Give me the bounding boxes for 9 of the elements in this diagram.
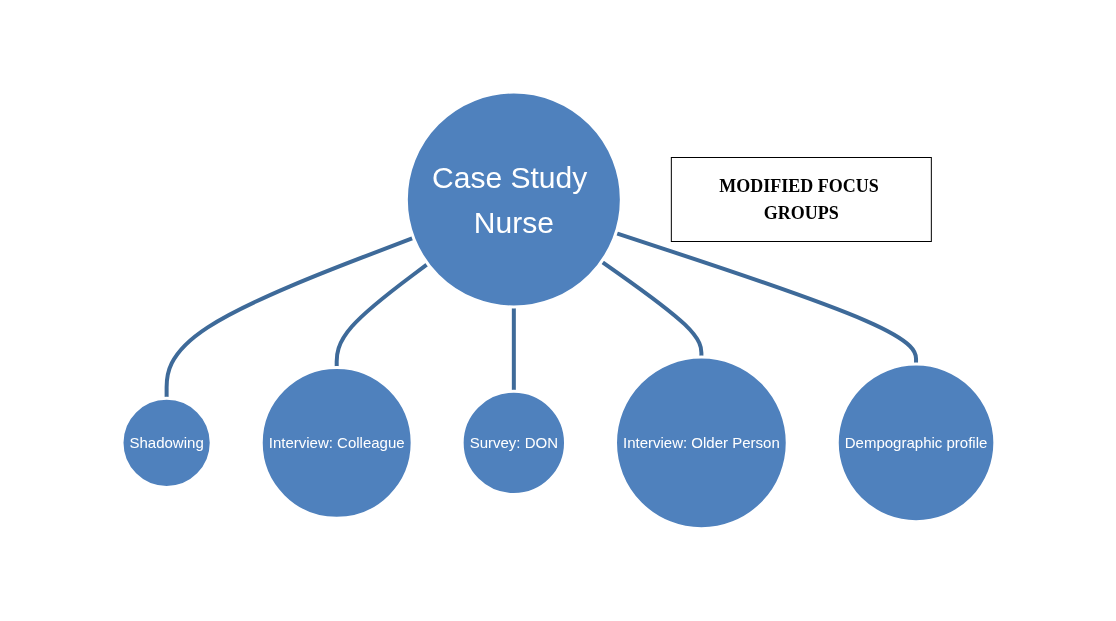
node-circle: Dempographic profile bbox=[835, 362, 996, 524]
connector bbox=[511, 307, 516, 392]
connector bbox=[614, 231, 918, 365]
connector bbox=[164, 236, 414, 399]
node-box: MODIFIED FOCUS GROUPS bbox=[670, 157, 932, 243]
connector bbox=[600, 260, 703, 358]
node-circle: Interview: Colleague bbox=[259, 366, 414, 520]
node-circle: Case Study Nurse bbox=[404, 90, 623, 309]
connector bbox=[334, 262, 429, 368]
